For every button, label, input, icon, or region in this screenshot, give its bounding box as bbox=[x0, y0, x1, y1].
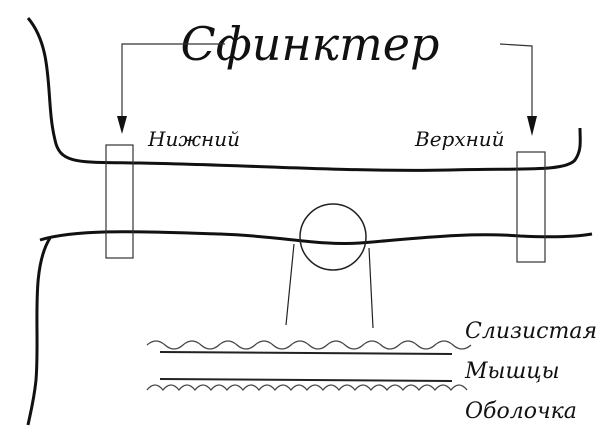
arrowhead-upper bbox=[527, 116, 537, 136]
mucosa-wave-line bbox=[146, 340, 472, 350]
layer-label-serosa: Оболочка bbox=[465, 399, 577, 424]
tube-lower-wall bbox=[39, 230, 593, 246]
magnify-line-right bbox=[368, 247, 374, 329]
muscle-line-top bbox=[159, 351, 453, 355]
muscle-line-bottom bbox=[159, 378, 453, 382]
serosa-scallop-line bbox=[146, 384, 468, 392]
magnify-line-left bbox=[285, 243, 295, 326]
arrow-to-upper-sphincter bbox=[499, 43, 533, 126]
tube-left-curve bbox=[26, 237, 52, 426]
arrow-to-lower-sphincter bbox=[121, 43, 225, 128]
arrowhead-lower bbox=[117, 116, 127, 134]
magnify-circle bbox=[299, 203, 367, 271]
lower-sphincter-marker bbox=[105, 144, 134, 259]
label-upper: Верхний bbox=[414, 127, 505, 151]
tube-upper-wall bbox=[26, 17, 582, 172]
upper-sphincter-marker bbox=[516, 151, 546, 263]
layer-label-mucosa: Слизистая bbox=[465, 319, 597, 344]
label-lower: Нижний bbox=[147, 127, 240, 151]
layer-label-muscles: Мышцы bbox=[464, 359, 560, 384]
